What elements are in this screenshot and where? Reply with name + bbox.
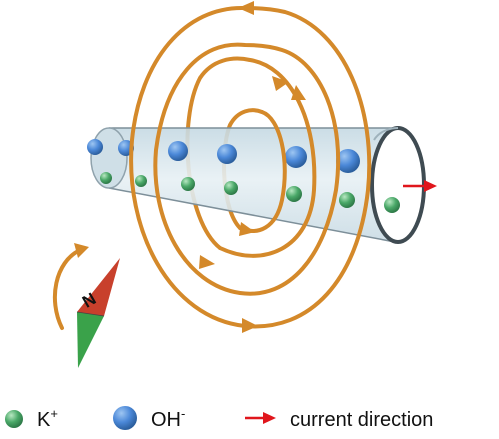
legend-k-charge: + [50,406,58,421]
oh-ion [217,144,237,164]
legend-oh-symbol: OH [151,409,181,431]
svg-text:OH-: OH- [151,406,185,431]
field-arrow-icon [238,1,254,15]
k-ion-legend-icon [5,410,23,428]
field-loop-small [238,110,287,233]
legend-current-label: current direction [290,409,433,431]
compass-needle: N [52,243,120,368]
legend-item-oh: OH- [113,406,185,431]
k-ion [339,192,355,208]
k-ion [181,177,195,191]
field-loop-medium-back [185,56,252,250]
field-arrow-icon [199,255,215,269]
oh-ion [336,149,360,173]
field-arrow-icon [291,85,306,100]
legend: K+ OH- current direction [5,406,433,431]
field-loop-outer [129,5,372,329]
legend-item-current: current direction [245,409,433,431]
oh-ion-legend-icon [113,406,137,430]
tube-inner-shade [373,127,399,141]
oh-ion [87,139,103,155]
oh-ions [87,139,360,173]
oh-ion [168,141,188,161]
oh-ion [285,146,307,168]
field-loop-large [153,42,341,296]
field-lines-front [129,5,372,329]
k-ion [100,172,112,184]
k-ions [100,172,400,213]
field-arrowheads [199,1,306,333]
legend-oh-charge: - [181,406,185,421]
k-ion [384,197,400,213]
magnet-south [77,312,104,368]
tube-body [109,128,395,242]
k-ion [224,181,238,195]
svg-text:K+: K+ [37,406,58,431]
k-ion [135,175,147,187]
field-arrow-icon [242,318,258,333]
compass-rotation-arrow-icon [74,243,89,258]
legend-k-symbol: K [37,409,51,431]
magnet-north [77,258,120,316]
current-arrow-in-tube [403,180,437,192]
field-loop-medium [218,58,317,258]
legend-item-k: K+ [5,406,58,431]
k-ion [286,186,302,202]
field-arrow-icon [239,222,255,236]
field-arrow-icon [272,76,289,91]
compass-rotation-arc [52,248,82,330]
